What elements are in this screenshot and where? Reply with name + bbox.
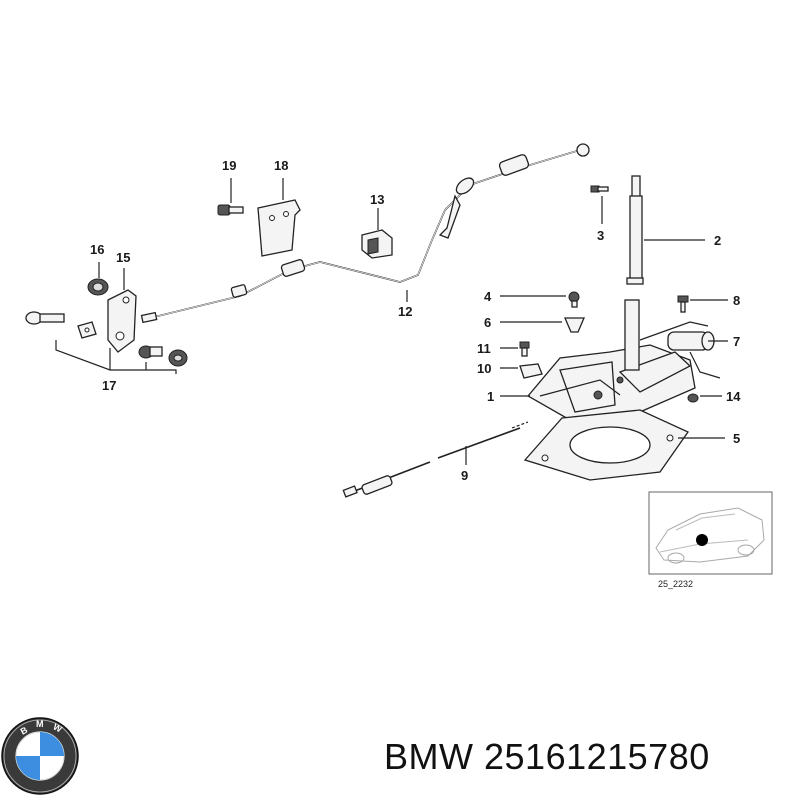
part-19-bolt [217, 204, 244, 216]
callout-11: 11 [477, 341, 491, 356]
callout-labels: 19 18 13 16 15 12 17 3 2 4 6 8 7 11 10 1… [90, 158, 741, 483]
part-5-base-plate [523, 409, 689, 481]
part-17-hardware-set [25, 311, 188, 374]
location-marker-icon [696, 534, 708, 546]
part-9-cable [342, 421, 529, 498]
cable-12 [140, 143, 590, 324]
svg-text:B: B [19, 725, 30, 737]
bmw-logo-icon: B M W [1, 717, 79, 795]
part-3-screw [590, 185, 609, 193]
inset-code: 25_2232 [658, 579, 693, 589]
part-10-block [519, 363, 543, 379]
part-number: 25161215780 [484, 736, 710, 777]
callout-9: 9 [461, 468, 468, 483]
callout-18: 18 [274, 158, 288, 173]
callout-4: 4 [484, 289, 492, 304]
callout-10: 10 [477, 361, 491, 376]
part-15-bracket [107, 289, 137, 353]
callout-16: 16 [90, 242, 104, 257]
callout-12: 12 [398, 304, 412, 319]
part-8-screw [677, 295, 689, 313]
callout-2: 2 [714, 233, 721, 248]
vehicle-inset: 25_2232 [648, 491, 773, 589]
callout-14: 14 [726, 389, 741, 404]
callout-19: 19 [222, 158, 236, 173]
callout-13: 13 [370, 192, 384, 207]
part-6-clip [564, 317, 585, 333]
svg-text:M: M [36, 719, 44, 729]
part-13-clip [361, 229, 393, 259]
part-14-washer [687, 393, 699, 403]
part-1-selector-housing [527, 299, 709, 426]
part-11-screw [519, 341, 530, 357]
part-2-shift-lever [626, 175, 644, 285]
callout-7: 7 [733, 334, 740, 349]
callout-6: 6 [484, 315, 491, 330]
leader-lines [98, 178, 728, 465]
brand-name: BMW [384, 736, 474, 777]
callout-17: 17 [102, 378, 116, 393]
part-4-screw [568, 291, 580, 308]
part-16-nut [87, 278, 109, 296]
part-caption: BMW 25161215780 [384, 736, 710, 778]
callout-15: 15 [116, 250, 130, 265]
callout-8: 8 [733, 293, 740, 308]
callout-3: 3 [597, 228, 604, 243]
callout-1: 1 [487, 389, 494, 404]
part-18-bracket [257, 199, 301, 257]
callout-5: 5 [733, 431, 740, 446]
